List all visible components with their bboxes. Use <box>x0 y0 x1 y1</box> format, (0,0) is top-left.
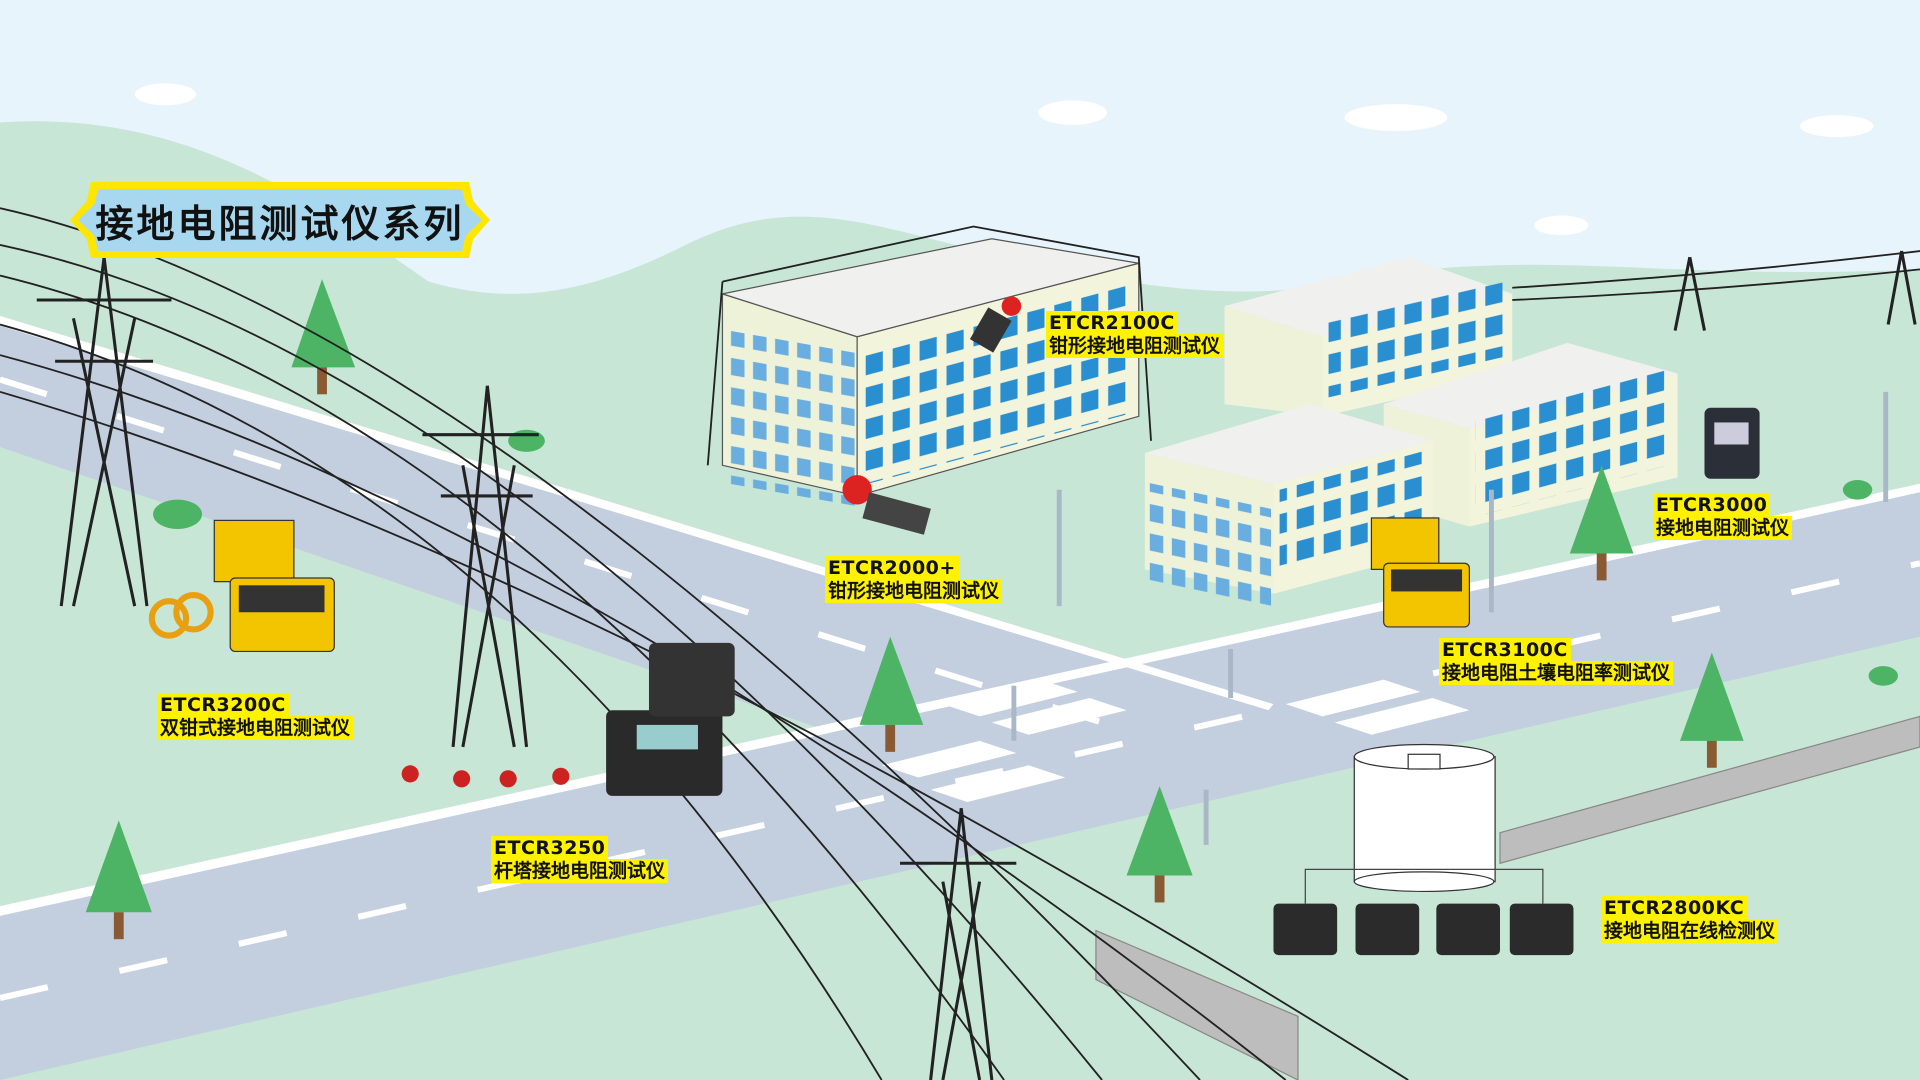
product-model: ETCR3000 <box>1654 494 1770 516</box>
guardrail <box>1499 715 1920 865</box>
product-name: 杆塔接地电阻测试仪 <box>492 860 668 882</box>
power-towers <box>36 250 1917 1080</box>
lane-markings <box>0 376 1920 1001</box>
product-label-etcr2800kc[interactable]: ETCR2800KC 接地电阻在线检测仪 <box>1602 897 1778 943</box>
product-model: ETCR2100C <box>1047 312 1177 334</box>
device-etcr3100c <box>1370 517 1470 628</box>
product-name: 钳形接地电阻测试仪 <box>1047 335 1223 357</box>
building-3 <box>1383 342 1678 527</box>
clouds <box>134 83 1874 236</box>
lamp-posts <box>1011 391 1889 845</box>
product-label-etcr2000plus[interactable]: ETCR2000+ 钳形接地电阻测试仪 <box>826 557 1002 603</box>
product-name: 接地电阻测试仪 <box>1654 517 1792 539</box>
product-name: 接地电阻在线检测仪 <box>1602 920 1778 942</box>
product-label-etcr3200c[interactable]: ETCR3200C 双钳式接地电阻测试仪 <box>158 694 353 740</box>
product-model: ETCR3250 <box>492 837 608 859</box>
product-model: ETCR3100C <box>1440 639 1570 661</box>
product-model: ETCR3200C <box>158 694 288 716</box>
product-name: 双钳式接地电阻测试仪 <box>158 717 353 739</box>
device-etcr2100c <box>969 296 1022 353</box>
product-name: 接地电阻土壤电阻率测试仪 <box>1440 662 1673 684</box>
product-label-etcr3000[interactable]: ETCR3000 接地电阻测试仪 <box>1654 494 1792 540</box>
crosswalk <box>881 679 1470 803</box>
product-label-etcr2100c[interactable]: ETCR2100C 钳形接地电阻测试仪 <box>1047 312 1223 358</box>
series-title-banner: 接地电阻测试仪系列 <box>70 182 490 258</box>
product-model: ETCR2800KC <box>1602 897 1747 919</box>
building-2 <box>1224 257 1513 417</box>
device-etcr3000 <box>1704 407 1760 479</box>
device-etcr2800kc <box>1273 743 1574 956</box>
product-name: 钳形接地电阻测试仪 <box>826 580 1002 602</box>
power-lines <box>0 207 1920 1080</box>
page-title: 接地电阻测试仪系列 <box>95 201 465 246</box>
device-etcr2000 <box>842 475 931 535</box>
product-label-etcr3250[interactable]: ETCR3250 杆塔接地电阻测试仪 <box>492 837 668 883</box>
device-etcr3250 <box>401 642 735 796</box>
product-label-etcr3100c[interactable]: ETCR3100C 接地电阻土壤电阻率测试仪 <box>1440 639 1673 685</box>
product-model: ETCR2000+ <box>826 557 958 579</box>
device-etcr3200c <box>148 519 335 653</box>
road-descending <box>0 315 1274 809</box>
